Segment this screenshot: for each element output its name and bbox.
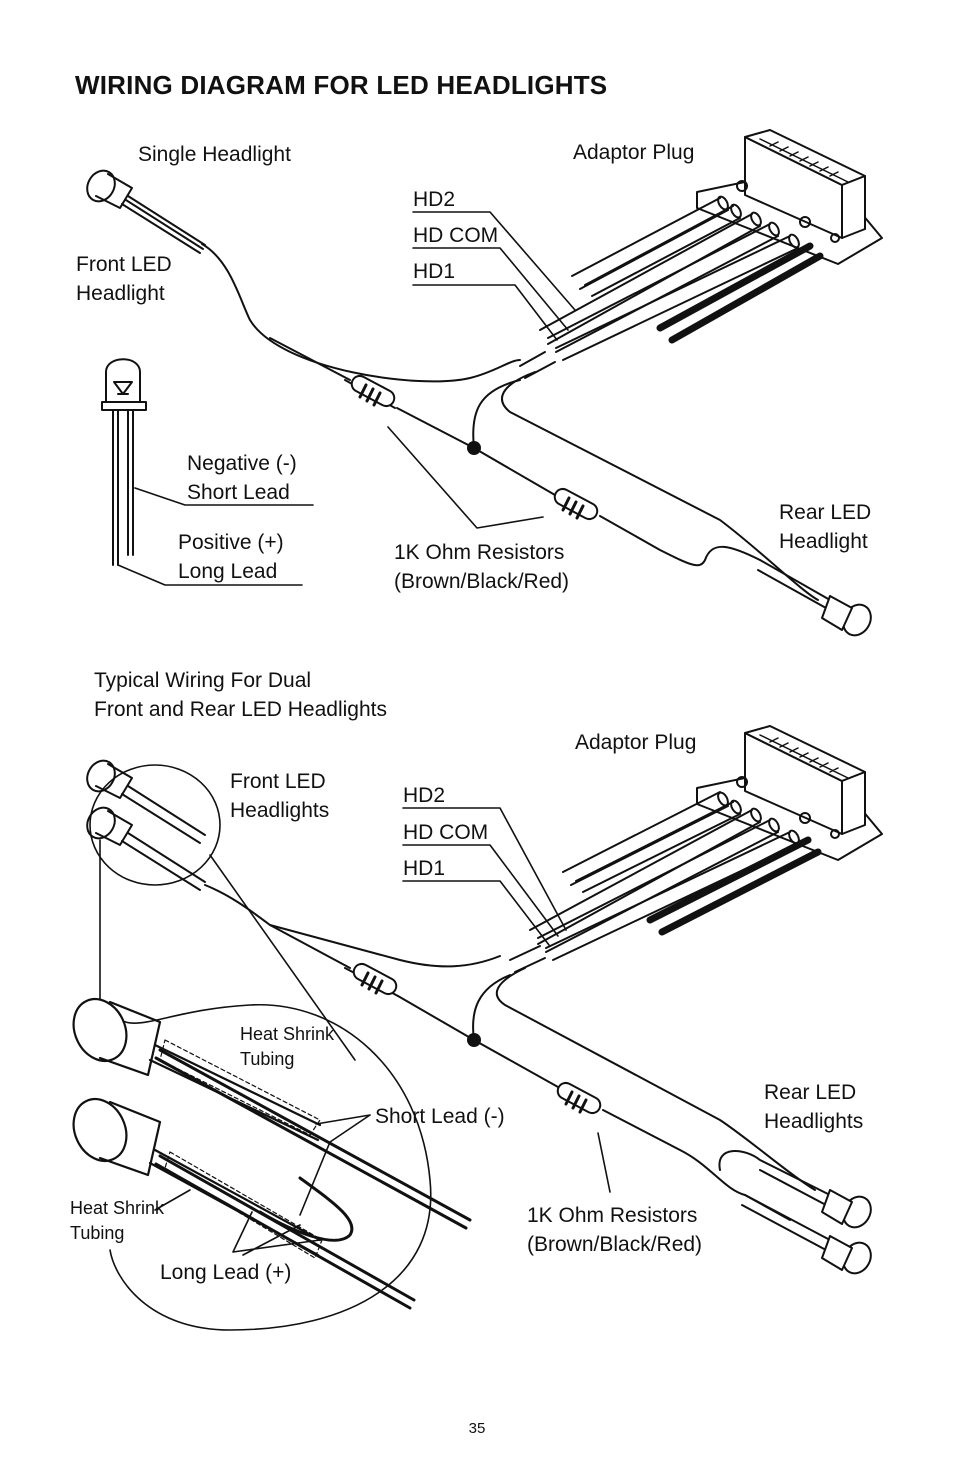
short-lead-label: Short Lead (-) (375, 1105, 505, 1128)
rear-led-headlight-1 (757, 559, 872, 637)
dual-wiring-caption: Typical Wiring For Dual Front and Rear L… (94, 666, 387, 724)
resistor-2a (344, 962, 475, 1041)
resistors-label-2-line1: 1K Ohm Resistors (527, 1204, 698, 1227)
hd1-label-1: HD1 (413, 260, 456, 283)
positive-lead-label: Positive (+) Long Lead (178, 528, 284, 586)
heat-shrink-left-line1: Heat Shrink (70, 1198, 165, 1218)
adaptor-plug-label-2: Adaptor Plug (575, 731, 697, 754)
page-title: WIRING DIAGRAM FOR LED HEADLIGHTS (75, 70, 608, 100)
front-led-headlights-label: Front LED Headlights (230, 767, 329, 825)
resistors-label-1: 1K Ohm Resistors (Brown/Black/Red) (394, 538, 569, 596)
black-wires-2 (646, 836, 822, 936)
dual-caption-line1: Typical Wiring For Dual (94, 669, 312, 692)
hd1-label-2: HD1 (403, 857, 446, 880)
leader-lines-2 (154, 807, 611, 1256)
front-leds-label-line1: Front LED (230, 770, 326, 793)
rear-led-headlight-label: Rear LED Headlight (779, 498, 871, 556)
rear-leds-label-line1: Rear LED (764, 1081, 857, 1104)
heat-shrink-label-left: Heat Shrink Tubing (70, 1196, 164, 1246)
rear-led-headlights-2 (718, 1150, 872, 1275)
adaptor-plug-label-1: Adaptor Plug (573, 141, 695, 164)
resistor-2b (473, 1039, 791, 1221)
positive-label-line2: Long Lead (178, 560, 278, 583)
leads-1 (201, 243, 819, 601)
resistors-label-1-line1: 1K Ohm Resistors (394, 541, 565, 564)
hd2-label-2: HD2 (403, 784, 446, 807)
hd2-label-1: HD2 (413, 188, 456, 211)
rear-led-label-line1: Rear LED (779, 501, 872, 524)
page-number: 35 (468, 1420, 486, 1437)
positive-label-line1: Positive (+) (178, 531, 284, 554)
front-led-label-line1: Front LED (76, 253, 172, 276)
resistors-label-2-line2: (Brown/Black/Red) (527, 1233, 703, 1256)
adaptor-plug-2 (696, 725, 883, 861)
negative-lead-label: Negative (-) Short Lead (187, 449, 297, 507)
diagram1-artwork (86, 129, 883, 637)
heat-shrink-left-line2: Tubing (70, 1223, 125, 1243)
front-led-label-line2: Headlight (76, 282, 165, 305)
resistor-1a (344, 374, 475, 449)
led-detail-1 (101, 358, 147, 566)
hd-com-label-2: HD COM (403, 821, 489, 844)
resistors-label-2: 1K Ohm Resistors (Brown/Black/Red) (527, 1201, 702, 1259)
hd-com-label-1: HD COM (413, 224, 499, 247)
leads-2 (204, 884, 816, 1191)
adaptor-plug-1 (696, 129, 883, 265)
long-lead-label: Long Lead (+) (160, 1261, 292, 1284)
leader-lines-1 (117, 211, 576, 586)
heat-shrink-top-line1: Heat Shrink (240, 1024, 335, 1044)
dual-caption-line2: Front and Rear LED Headlights (94, 698, 387, 721)
single-headlight-label: Single Headlight (138, 143, 291, 166)
negative-label-line2: Short Lead (187, 481, 290, 504)
negative-label-line1: Negative (-) (187, 452, 297, 475)
white-wires-2 (529, 791, 800, 961)
rear-led-label-line2: Headlight (779, 530, 868, 553)
enlarged-leds (72, 998, 472, 1310)
front-led-headlight-label: Front LED Headlight (76, 250, 172, 308)
rear-leds-label-line2: Headlights (764, 1110, 864, 1133)
resistor-1b (473, 447, 761, 567)
front-leds-label-line2: Headlights (230, 799, 330, 822)
resistors-label-1-line2: (Brown/Black/Red) (394, 570, 570, 593)
heat-shrink-label-top: Heat Shrink Tubing (240, 1022, 334, 1072)
junction-dot-1 (467, 441, 481, 455)
black-wires-1 (656, 242, 824, 344)
heat-shrink-top-line2: Tubing (240, 1049, 295, 1069)
diagram2-artwork (72, 725, 883, 1331)
rear-led-headlights-label: Rear LED Headlights (764, 1078, 863, 1136)
junction-dot-2 (467, 1033, 481, 1047)
front-led-headlight-1 (86, 169, 206, 254)
